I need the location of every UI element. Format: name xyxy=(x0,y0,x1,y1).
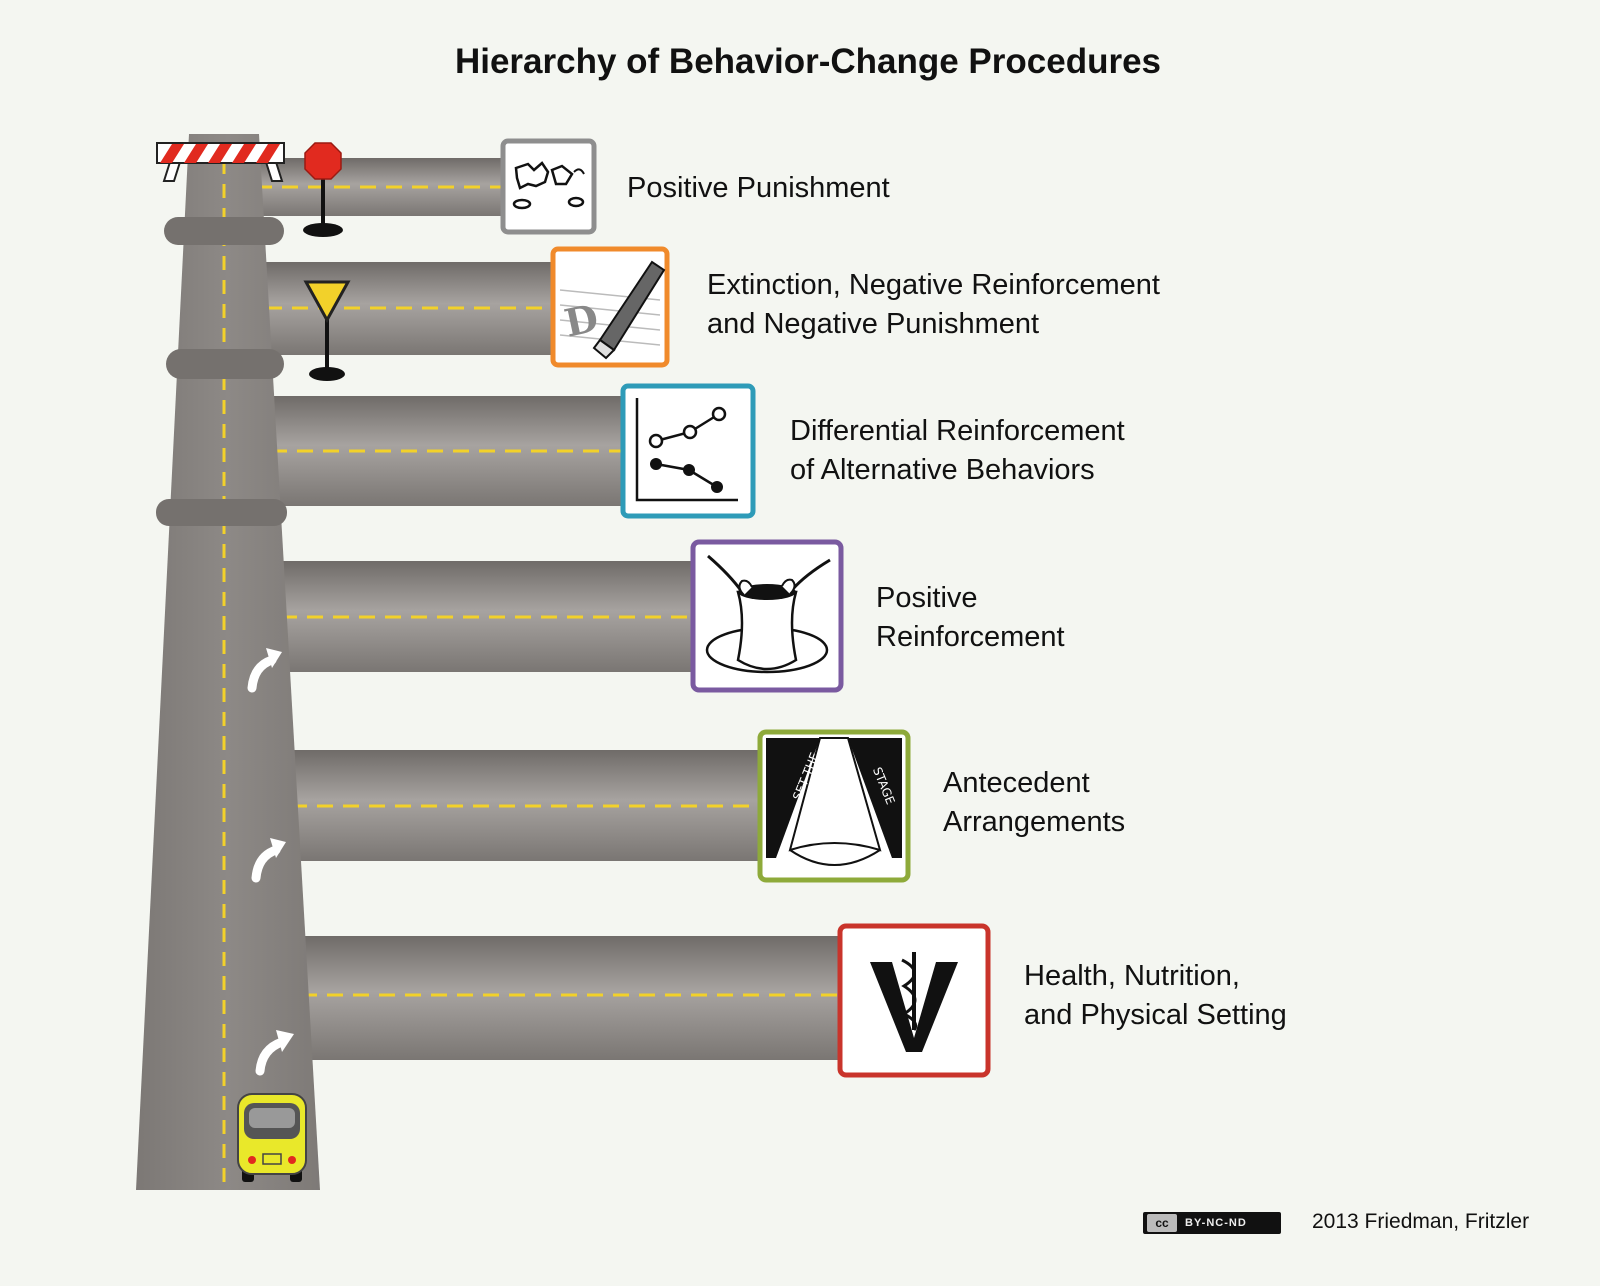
yield-sign-icon xyxy=(303,280,351,381)
cc-logo: cc xyxy=(1147,1214,1177,1232)
credit-text: 2013 Friedman, Fritzler xyxy=(1312,1210,1530,1233)
line-graph-icon xyxy=(620,383,756,519)
fight-icon xyxy=(500,138,597,235)
level-label-antecedent-arrangements: Antecedent Arrangements xyxy=(943,767,1126,838)
level-label-positive-reinforcement: Positive Reinforcement xyxy=(876,582,1065,653)
barricade-icon xyxy=(156,142,285,182)
caduceus-icon xyxy=(837,923,991,1078)
main-road xyxy=(136,134,320,1190)
license-terms: BY-NC-ND xyxy=(1185,1217,1247,1229)
level-label-differential-reinforcement: Differential Reinforcement of Alternativ… xyxy=(790,415,1125,486)
turn-arrow-icon xyxy=(247,655,287,1076)
level-label-extinction: Extinction, Negative Reinforcement and N… xyxy=(707,269,1160,340)
car-icon xyxy=(237,1093,307,1182)
level-label-positive-punishment: Positive Punishment xyxy=(627,172,890,204)
level-label-health-nutrition: Health, Nutrition, and Physical Setting xyxy=(1024,960,1287,1031)
stop-sign-icon xyxy=(303,142,343,237)
turn-arrowheads xyxy=(266,648,294,1052)
page-title: Hierarchy of Behavior-Change Procedures xyxy=(454,42,1162,81)
stage-curtain-icon: SET THE STAGE xyxy=(757,729,911,883)
level-roads xyxy=(230,158,850,1060)
eraser-icon: D xyxy=(550,246,670,368)
level-road-6 xyxy=(275,936,850,1060)
pottery-wheel-icon xyxy=(690,539,844,693)
license-badge: cc BY-NC-ND xyxy=(1143,1212,1281,1234)
